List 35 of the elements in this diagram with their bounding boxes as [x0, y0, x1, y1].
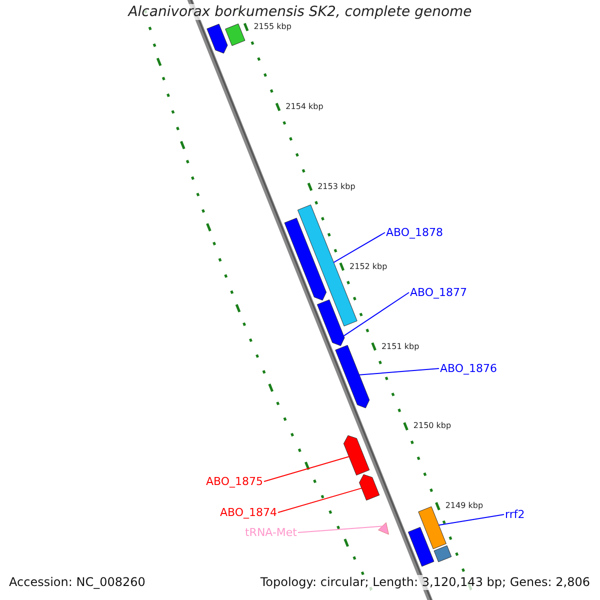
scale-label: 2154 kbp: [286, 102, 324, 112]
scale-label: 2155 kbp: [254, 22, 292, 32]
leader-line: [438, 514, 504, 526]
gene-segment: [316, 299, 345, 346]
leader-line: [298, 526, 383, 533]
gene-segment: [434, 545, 452, 562]
gene-label: rrf2: [505, 508, 525, 521]
gene-segment: [359, 474, 380, 501]
genome-summary: Topology: circular; Length: 3,120,143 bp; Genes: 2,806: [260, 575, 590, 590]
scale-label: 2151 kbp: [381, 342, 420, 352]
scale-label: 2149 kbp: [445, 501, 484, 512]
gene-label: tRNA-Met: [244, 526, 297, 539]
gene-segment: [408, 526, 434, 567]
scale-label: 2152 kbp: [350, 262, 388, 272]
leader-line: [358, 368, 440, 376]
gene-segment: [343, 435, 370, 476]
title: Alcanivorax borkumensis SK2, complete genome: [128, 4, 472, 20]
gene-label: ABO_1875: [206, 475, 263, 488]
gene-segment: [225, 24, 246, 46]
leader-line: [343, 292, 410, 336]
gene-segment: [418, 506, 446, 550]
gene-label: ABO_1877: [410, 286, 468, 299]
accession-text: Accession: NC_008260: [9, 575, 146, 590]
scale-label: 2150 kbp: [413, 421, 452, 432]
leader-line: [264, 456, 350, 482]
gene-label: ABO_1878: [386, 226, 444, 239]
gene-segment: [284, 218, 327, 301]
scale-label: 2153 kbp: [318, 182, 356, 192]
leader-line: [278, 488, 362, 513]
gene-segment: [206, 24, 228, 54]
trna-marker: [378, 522, 389, 535]
leader-line: [333, 232, 386, 263]
gene-label: ABO_1874: [220, 506, 277, 519]
gene-label: ABO_1876: [440, 362, 498, 375]
gene-segment: [335, 344, 370, 408]
